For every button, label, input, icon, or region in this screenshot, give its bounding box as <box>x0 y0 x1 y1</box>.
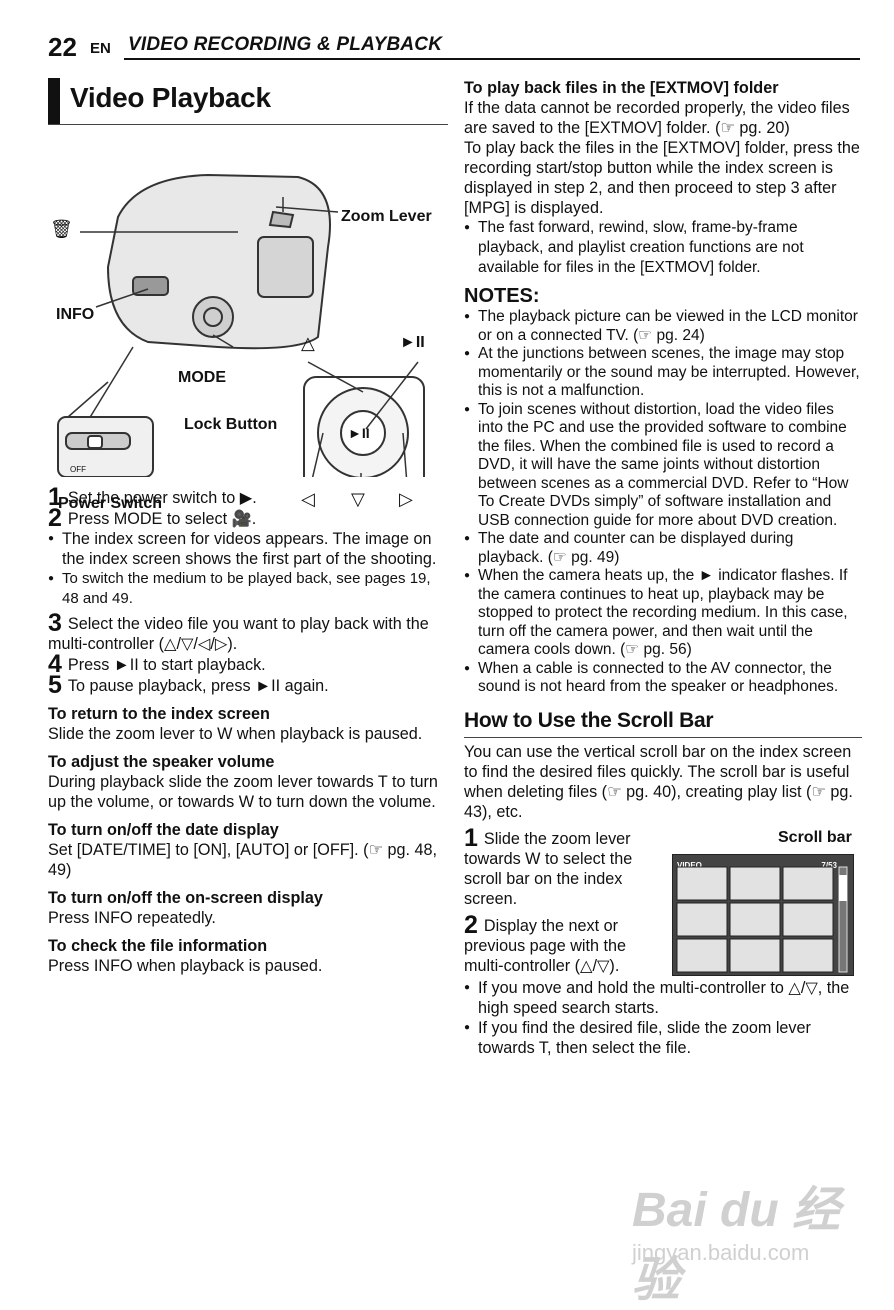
note-item: The playback picture can be viewed in th… <box>464 308 862 345</box>
index-screen-image: VIDEO 7/53 <box>672 853 854 976</box>
camera-diagram: 🗑 Zoom Lever INFO MODE Lock Button Power… <box>48 137 448 512</box>
page-number: 22 <box>48 32 77 62</box>
extmov-bullet: The fast forward, rewind, slow, frame-by… <box>464 218 862 278</box>
zoom-lever-label: Zoom Lever <box>341 208 432 225</box>
step-5: 5 To pause playback, press ►II again. <box>48 673 448 698</box>
step-text: Set the power switch to ▶. <box>67 489 257 507</box>
step-1: 1 Set the power switch to ▶. <box>48 485 448 510</box>
info-label: INFO <box>56 306 95 323</box>
left-arrow-icon: ◁ <box>301 489 315 509</box>
subsection-heading: To adjust the speaker volume <box>48 753 275 771</box>
scroll-bar-section-title: How to Use the Scroll Bar <box>464 703 862 738</box>
subsection-body: During playback slide the zoom lever tow… <box>48 773 438 811</box>
steps-1-2: 1 Set the power switch to ▶. 2 Press MODE … <box>48 485 448 531</box>
step-text: Press MODE to select 🎥. <box>67 510 257 528</box>
play-pause-label: ►II <box>400 334 425 351</box>
note-item: When the camera heats up, the ► indicato… <box>464 567 862 660</box>
scroll-bullet: If you find the desired file, slide the … <box>464 1018 862 1058</box>
bullet-item: The index screen for videos appears. The… <box>48 529 448 569</box>
subsection-heading: To turn on/off the date display <box>48 821 279 839</box>
title-bar <box>48 78 60 124</box>
switch-off-text: OFF <box>70 465 86 474</box>
thumbnail-grid <box>676 866 848 972</box>
trash-icon: 🗑 <box>50 219 73 239</box>
step-number: 4 <box>48 650 62 678</box>
screen-count: 7/53 <box>821 860 837 870</box>
extmov-body-1: If the data cannot be recorded properly,… <box>464 99 850 137</box>
subsection-body: Press INFO when playback is paused. <box>48 957 323 975</box>
step-2: 2 Press MODE to select 🎥. <box>48 506 448 531</box>
right-column: To play back files in the [EXTMOV] folde… <box>464 78 862 1058</box>
subsection-heading: To check the file information <box>48 937 268 955</box>
down-arrow-icon: ▽ <box>351 489 365 509</box>
camera-illustration <box>57 173 425 508</box>
step-text: Slide the zoom lever towards W to select… <box>464 829 633 908</box>
subsection-heading: To return to the index screen <box>48 705 270 723</box>
note-item: The date and counter can be displayed du… <box>464 530 862 567</box>
subsection-body: Set [DATE/TIME] to [ON], [AUTO] or [OFF]… <box>48 841 438 879</box>
lock-button-label: Lock Button <box>184 416 278 433</box>
note-item: To join scenes without distortion, load … <box>464 401 862 531</box>
step-text: Select the video file you want to play b… <box>48 615 429 653</box>
bullet-item: To switch the medium to be played back, … <box>48 569 448 609</box>
scroll-intro: You can use the vertical scroll bar on t… <box>464 742 853 821</box>
step-number: 1 <box>464 823 478 852</box>
mode-label: MODE <box>178 369 226 386</box>
step-text: Press ►II to start playback. <box>67 656 266 674</box>
header-rule <box>124 58 860 60</box>
screen-video-label: VIDEO <box>677 860 702 870</box>
page-title: Video Playback <box>70 82 271 113</box>
section-title: VIDEO RECORDING & PLAYBACK <box>128 34 443 55</box>
baidu-watermark: Bai du 经验 jingyan.baidu.com <box>630 1150 860 1307</box>
note-item: When a cable is connected to the AV conn… <box>464 660 862 697</box>
power-switch-label: Power Switch <box>58 495 163 512</box>
step-4: 4 Press ►II to start playback. <box>48 652 448 677</box>
page-header: 22 EN VIDEO RECORDING & PLAYBACK <box>48 32 860 62</box>
step-number: 1 <box>48 483 62 511</box>
extmov-body-2: To play back the files in the [EXTMOV] f… <box>464 139 860 217</box>
subsection-body: Slide the zoom lever to W when playback … <box>48 725 423 743</box>
notes-list: The playback picture can be viewed in th… <box>464 308 862 697</box>
step-text: To pause playback, press ►II again. <box>67 677 329 695</box>
note-item: At the junctions between scenes, the ima… <box>464 345 862 401</box>
scroll-bar-label: Scroll bar <box>778 828 852 846</box>
page-title-block: Video Playback <box>48 78 448 125</box>
watermark-url: jingyan.baidu.com <box>632 1240 810 1265</box>
subsection-body: Press INFO repeatedly. <box>48 909 216 927</box>
step-number: 5 <box>48 671 62 699</box>
notes-heading: NOTES: <box>464 285 540 307</box>
step-number: 2 <box>48 504 62 532</box>
extmov-heading: To play back files in the [EXTMOV] folde… <box>464 79 779 97</box>
step-number: 3 <box>48 609 62 637</box>
left-column: Video Playback <box>48 78 448 976</box>
step-text: Display the next or previous page with t… <box>464 916 626 975</box>
right-arrow-icon: ▷ <box>399 489 413 509</box>
scroll-bullet: If you move and hold the multi-controlle… <box>464 978 862 1018</box>
subsection-heading: To turn on/off the on-screen display <box>48 889 323 907</box>
language-code: EN <box>90 40 111 57</box>
step-number: 2 <box>464 910 478 939</box>
play-pause-button-icon: ►II <box>348 425 370 441</box>
up-arrow-icon: △ <box>301 333 315 353</box>
